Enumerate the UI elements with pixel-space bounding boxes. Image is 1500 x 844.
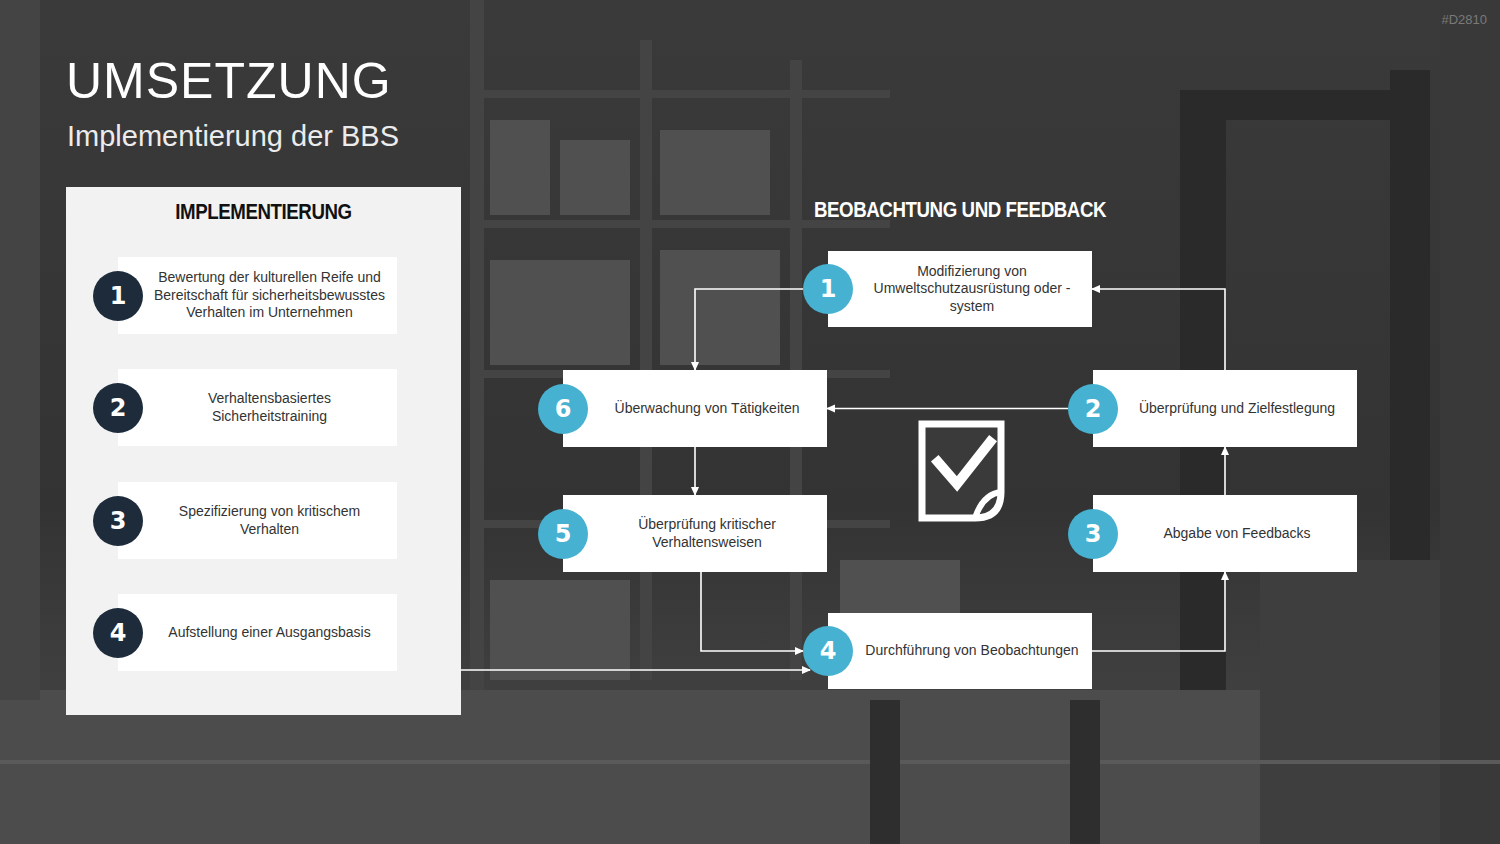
step-number: 2: [1068, 384, 1118, 434]
step-box: 2Verhaltensbasiertes Sicherheitstraining: [118, 369, 397, 446]
flow-arrow: [1092, 572, 1225, 651]
step-text: Abgabe von Feedbacks: [1163, 525, 1310, 543]
step-number: 4: [93, 608, 143, 658]
step-box: 5Überprüfung kritischer Verhaltensweisen: [563, 495, 827, 572]
step-box: 1Modifizierung von Umweltschutzausrüstun…: [828, 251, 1092, 327]
step-number: 6: [538, 384, 588, 434]
step-text: Verhaltensbasiertes Sicherheitstraining: [150, 390, 389, 425]
step-box: 4Aufstellung einer Ausgangsbasis: [118, 594, 397, 671]
flow-arrow: [694, 447, 696, 495]
step-box: 1Bewertung der kulturellen Reife und Ber…: [118, 257, 397, 334]
step-box: 6Überwachung von Tätigkeiten: [563, 370, 827, 447]
flow-arrow: [701, 572, 803, 651]
step-number: 3: [1068, 509, 1118, 559]
slide-title: UMSETZUNG: [66, 52, 392, 110]
step-box: 3Spezifizierung von kritischem Verhalten: [118, 482, 397, 559]
step-text: Modifizierung von Umweltschutzausrüstung…: [860, 263, 1084, 316]
step-text: Überprüfung und Zielfestlegung: [1139, 400, 1335, 418]
flow-arrow: [1224, 447, 1226, 495]
flow-arrow: [695, 289, 803, 370]
step-box: 3Abgabe von Feedbacks: [1093, 495, 1357, 572]
document-outline: [922, 424, 1001, 518]
step-text: Aufstellung einer Ausgangsbasis: [168, 624, 370, 642]
step-text: Spezifizierung von kritischem Verhalten: [150, 503, 389, 538]
implementation-panel: IMPLEMENTIERUNG 1Bewertung der kulturelle…: [66, 187, 461, 715]
step-number: 3: [93, 496, 143, 546]
step-number: 2: [93, 383, 143, 433]
step-text: Durchführung von Beobachtungen: [865, 642, 1078, 660]
document-fold: [975, 492, 1001, 518]
slide-subtitle: Implementierung der BBS: [67, 120, 399, 153]
step-number: 5: [538, 509, 588, 559]
step-number: 1: [93, 271, 143, 321]
floor-markings: [0, 700, 1500, 844]
check-mark: [938, 442, 990, 484]
step-text: Überwachung von Tätigkeiten: [615, 400, 800, 418]
step-box: 2Überprüfung und Zielfestlegung: [1093, 370, 1357, 447]
step-number: 1: [803, 264, 853, 314]
section-heading: BEOBACHTUNG UND FEEDBACK: [790, 197, 1130, 223]
step-text: Überprüfung kritischer Verhaltensweisen: [595, 516, 819, 551]
panel-heading: IMPLEMENTIERUNG: [96, 199, 432, 225]
flow-arrow: [827, 408, 1068, 410]
step-box: 4Durchführung von Beobachtungen: [828, 613, 1092, 689]
checklist-icon: [922, 424, 1001, 518]
flow-arrow: [1092, 289, 1225, 370]
watermark: #D2810: [1441, 12, 1487, 27]
step-text: Bewertung der kulturellen Reife und Bere…: [150, 269, 389, 322]
step-number: 4: [803, 626, 853, 676]
